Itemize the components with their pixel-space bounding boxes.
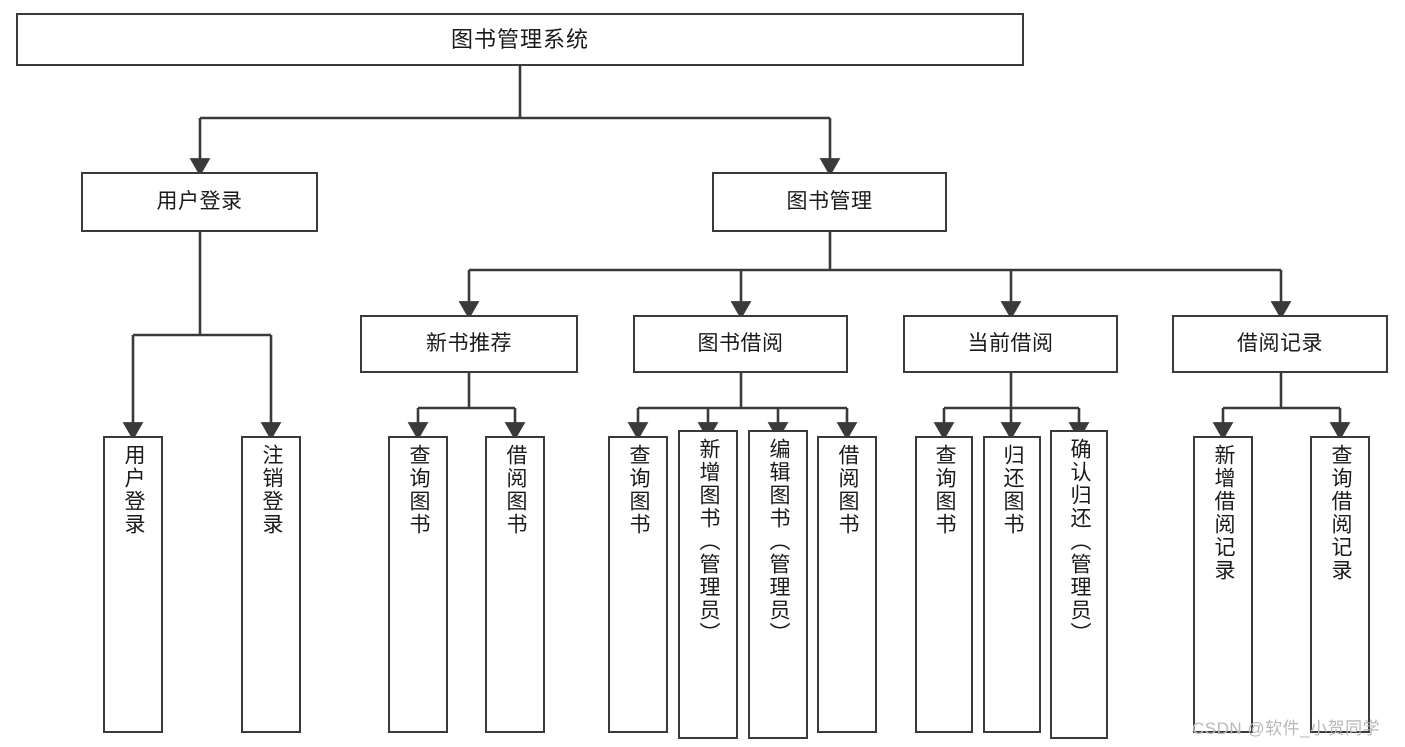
leaf-borrow-add-book[interactable]: 新增图书（管理员） [678, 430, 738, 739]
leaf-user-login-label: 用户登录 [122, 444, 146, 536]
leaf-user-login[interactable]: 用户登录 [103, 436, 163, 733]
leaf-borrow-borrow-book-label: 借阅图书 [836, 444, 860, 536]
leaf-current-return-book[interactable]: 归还图书 [983, 436, 1041, 733]
node-borrow-record[interactable]: 借阅记录 [1172, 315, 1388, 373]
node-book-borrow[interactable]: 图书借阅 [633, 315, 848, 373]
leaf-borrow-edit-book-label: 编辑图书（管理员） [767, 438, 791, 645]
leaf-record-query[interactable]: 查询借阅记录 [1310, 436, 1370, 733]
leaf-new-book-borrow-label: 借阅图书 [504, 444, 528, 536]
leaf-current-query-book-label: 查询图书 [933, 444, 957, 536]
leaf-borrow-query-book-label: 查询图书 [627, 444, 651, 536]
leaf-user-logout[interactable]: 注销登录 [241, 436, 301, 733]
node-current-borrow[interactable]: 当前借阅 [903, 315, 1118, 373]
leaf-record-add[interactable]: 新增借阅记录 [1193, 436, 1253, 733]
node-book-borrow-label: 图书借阅 [697, 331, 784, 355]
node-root[interactable]: 图书管理系统 [16, 13, 1024, 66]
leaf-borrow-borrow-book[interactable]: 借阅图书 [817, 436, 877, 733]
leaf-user-logout-label: 注销登录 [260, 444, 284, 536]
csdn-watermark: CSDN @软件_小贺同学 [1192, 719, 1381, 738]
leaf-new-book-borrow[interactable]: 借阅图书 [485, 436, 545, 733]
leaf-new-book-query-label: 查询图书 [407, 444, 431, 536]
leaf-borrow-query-book[interactable]: 查询图书 [608, 436, 668, 733]
node-current-borrow-label: 当前借阅 [967, 331, 1054, 355]
node-new-book-recommend[interactable]: 新书推荐 [360, 315, 578, 373]
leaf-borrow-add-book-label: 新增图书（管理员） [697, 438, 721, 645]
node-book-management[interactable]: 图书管理 [712, 172, 947, 232]
leaf-current-query-book[interactable]: 查询图书 [915, 436, 973, 733]
node-borrow-record-label: 借阅记录 [1237, 331, 1323, 355]
leaf-current-return-book-label: 归还图书 [1001, 444, 1025, 536]
leaf-record-query-label: 查询借阅记录 [1329, 444, 1353, 582]
node-user-login[interactable]: 用户登录 [81, 172, 318, 232]
node-new-book-recommend-label: 新书推荐 [426, 331, 512, 355]
leaf-current-confirm-return-label: 确认归还（管理员） [1068, 438, 1092, 645]
leaf-borrow-edit-book[interactable]: 编辑图书（管理员） [748, 430, 808, 739]
leaf-record-add-label: 新增借阅记录 [1212, 444, 1236, 582]
node-user-login-label: 用户登录 [156, 189, 243, 213]
leaf-current-confirm-return[interactable]: 确认归还（管理员） [1050, 430, 1108, 739]
node-root-label: 图书管理系统 [450, 26, 589, 52]
leaf-new-book-query[interactable]: 查询图书 [388, 436, 448, 733]
node-book-management-label: 图书管理 [786, 189, 873, 213]
